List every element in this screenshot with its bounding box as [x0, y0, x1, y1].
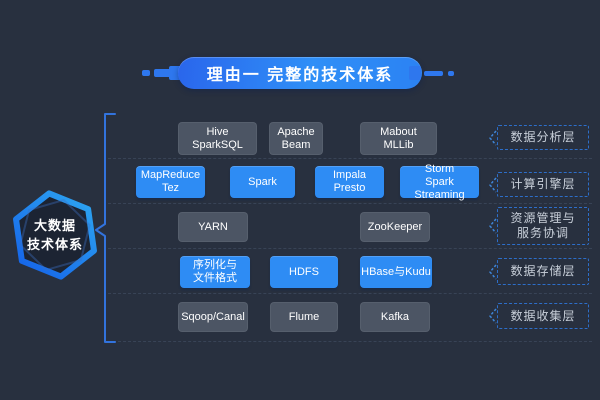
box-line: Impala — [332, 169, 367, 181]
banner-right-dash-icon — [424, 71, 443, 76]
tech-box-hdfs: HDFS — [270, 256, 338, 288]
banner-right-dot-icon — [448, 71, 454, 76]
layer-label-data-collection: 数据收集层 — [489, 303, 589, 329]
badge-line2: 技术体系 — [26, 237, 83, 252]
row-separator — [108, 158, 592, 159]
tech-box-sqoop-canal: Sqoop/Canal — [178, 302, 248, 332]
box-line: 文件格式 — [193, 272, 237, 284]
tech-box-mapreduce-tez: MapReduce Tez — [136, 166, 205, 198]
label-line: 数据收集层 — [510, 308, 576, 323]
box-line: Beam — [281, 138, 311, 151]
box-line: 序列化与 — [193, 259, 237, 271]
box-line: MapReduce — [140, 169, 201, 181]
tech-box-serialization-format: 序列化与 文件格式 — [180, 256, 250, 288]
box-line: HBase与Kudu — [361, 265, 431, 278]
tech-box-spark: Spark — [230, 166, 295, 198]
banner-left-dash-small-icon — [142, 70, 150, 76]
box-line: SparkSQL — [192, 138, 243, 151]
layer-label-compute-engine: 计算引擎层 — [489, 172, 589, 197]
box-line: HDFS — [289, 265, 319, 278]
tech-box-zookeeper: ZooKeeper — [360, 212, 430, 242]
tech-box-yarn: YARN — [178, 212, 248, 242]
layer-label-data-analysis: 数据分析层 — [489, 125, 589, 150]
label-brace-icon — [489, 218, 497, 234]
banner-right-tab-icon — [409, 66, 421, 80]
box-line: MLLib — [383, 138, 414, 151]
tech-box-flume: Flume — [270, 302, 338, 332]
layer-label-data-storage: 数据存储层 — [489, 258, 589, 285]
label-line: 服务协调 — [516, 226, 569, 240]
label-brace-icon — [489, 130, 497, 145]
label-line: 数据分析层 — [510, 130, 576, 144]
tech-box-storm-spark-streaming: Storm Spark Streaming — [400, 162, 479, 201]
row-separator — [108, 293, 592, 294]
section-title: 理由一 完整的技术体系 — [178, 57, 422, 89]
box-line: Kafka — [380, 310, 410, 323]
badge-title: 大数据 技术体系 — [8, 188, 102, 282]
box-line: Presto — [333, 182, 366, 194]
box-line: Hive — [206, 125, 229, 138]
label-line: 资源管理与 — [510, 211, 576, 225]
layer-label-resource-management: 资源管理与 服务协调 — [489, 207, 589, 245]
tech-box-apache-beam: Apache Beam — [269, 122, 323, 155]
tech-box-impala-presto: Impala Presto — [315, 166, 384, 198]
box-line: Tez — [161, 182, 180, 194]
label-line: 计算引擎层 — [510, 177, 576, 191]
box-line: Apache — [277, 125, 315, 138]
badge-line1: 大数据 — [33, 218, 76, 233]
box-line: Spark Streaming — [414, 175, 465, 201]
box-line: YARN — [198, 220, 228, 233]
label-brace-icon — [489, 177, 497, 192]
box-line: Spark — [248, 175, 277, 188]
label-brace-icon — [489, 308, 497, 324]
big-data-badge: 大数据 技术体系 — [8, 188, 102, 282]
tech-box-hbase-kudu: HBase与Kudu — [360, 256, 432, 288]
label-line: 数据存储层 — [510, 264, 576, 278]
box-line: ZooKeeper — [367, 220, 423, 233]
row-separator — [108, 203, 592, 204]
box-line: Sqoop/Canal — [181, 310, 245, 323]
tech-box-kafka: Kafka — [360, 302, 430, 332]
tech-box-mabout-mllib: Mabout MLLib — [360, 122, 437, 155]
row-separator — [108, 248, 592, 249]
tech-box-hive-sparksql: Hive SparkSQL — [178, 122, 257, 155]
banner-left-dash-large-icon — [154, 69, 171, 77]
left-brace-icon — [95, 113, 116, 343]
label-brace-icon — [489, 264, 497, 279]
box-line: Mabout — [380, 125, 417, 138]
box-line: Flume — [288, 310, 320, 323]
hexagon-icon — [13, 190, 97, 280]
box-line: Storm — [424, 162, 455, 175]
row-separator — [108, 341, 592, 342]
